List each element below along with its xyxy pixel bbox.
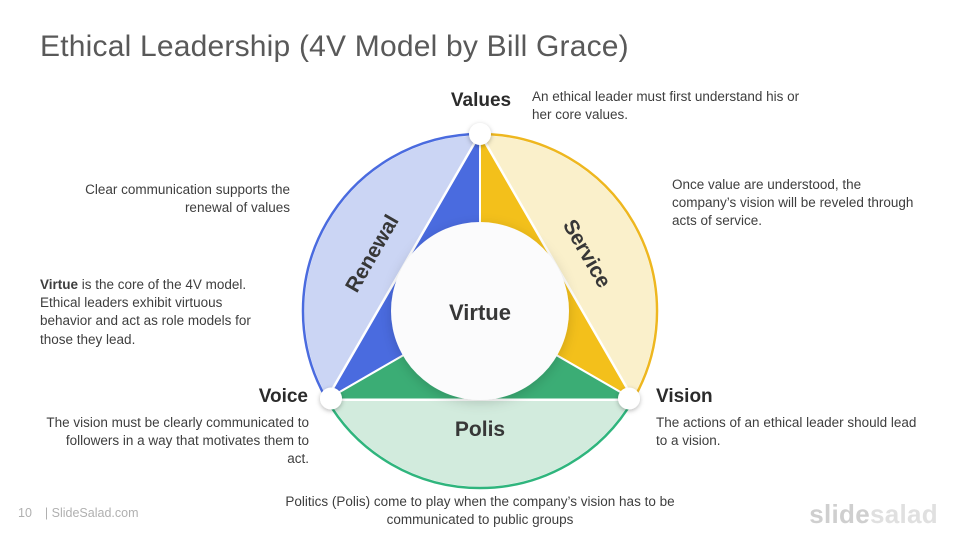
renewal-note: Clear communication supports the renewal… <box>85 182 290 216</box>
virtue-center-circle <box>391 222 569 400</box>
virtue-label: Virtue <box>449 300 511 325</box>
page-number: 10 <box>18 506 32 520</box>
vision-heading: Vision <box>656 386 713 407</box>
page-title: Ethical Leadership (4V Model by Bill Gra… <box>40 30 629 63</box>
vision-description: The actions of an ethical leader should … <box>656 415 917 449</box>
virtue-paragraph-lead: Virtue <box>40 277 79 292</box>
voice-heading: Voice <box>258 386 308 407</box>
footer: 10 | SlideSalad.com <box>18 506 138 520</box>
service-note: Once value are understood, the company’s… <box>672 177 914 229</box>
voice-description: The vision must be clearly communicated … <box>46 415 309 467</box>
logo-part-slide: slide <box>809 499 870 529</box>
logo-part-salad: salad <box>870 499 938 529</box>
values-heading: Values <box>450 90 512 111</box>
four-v-diagram: Renewal Service Polis Virtue <box>301 123 659 490</box>
values-vertex-dot <box>469 123 491 145</box>
service-arc <box>479 132 659 401</box>
polis-caption: Politics (Polis) come to play when the c… <box>285 494 675 528</box>
footer-site: | SlideSalad.com <box>44 506 139 520</box>
slidesalad-logo: slidesalad <box>809 499 938 530</box>
vision-vertex-dot <box>618 387 640 410</box>
virtue-paragraph: Virtue is the core of the 4V model. Ethi… <box>40 276 285 349</box>
virtue-paragraph-text: is the core of the 4V model. Ethical lea… <box>40 277 251 347</box>
renewal-arc <box>301 132 481 401</box>
polis-label: Polis <box>455 418 505 441</box>
values-description: An ethical leader must first understand … <box>532 89 800 123</box>
polis-arc <box>325 398 635 490</box>
polis-segment <box>324 398 636 490</box>
voice-vertex-dot <box>320 387 342 410</box>
